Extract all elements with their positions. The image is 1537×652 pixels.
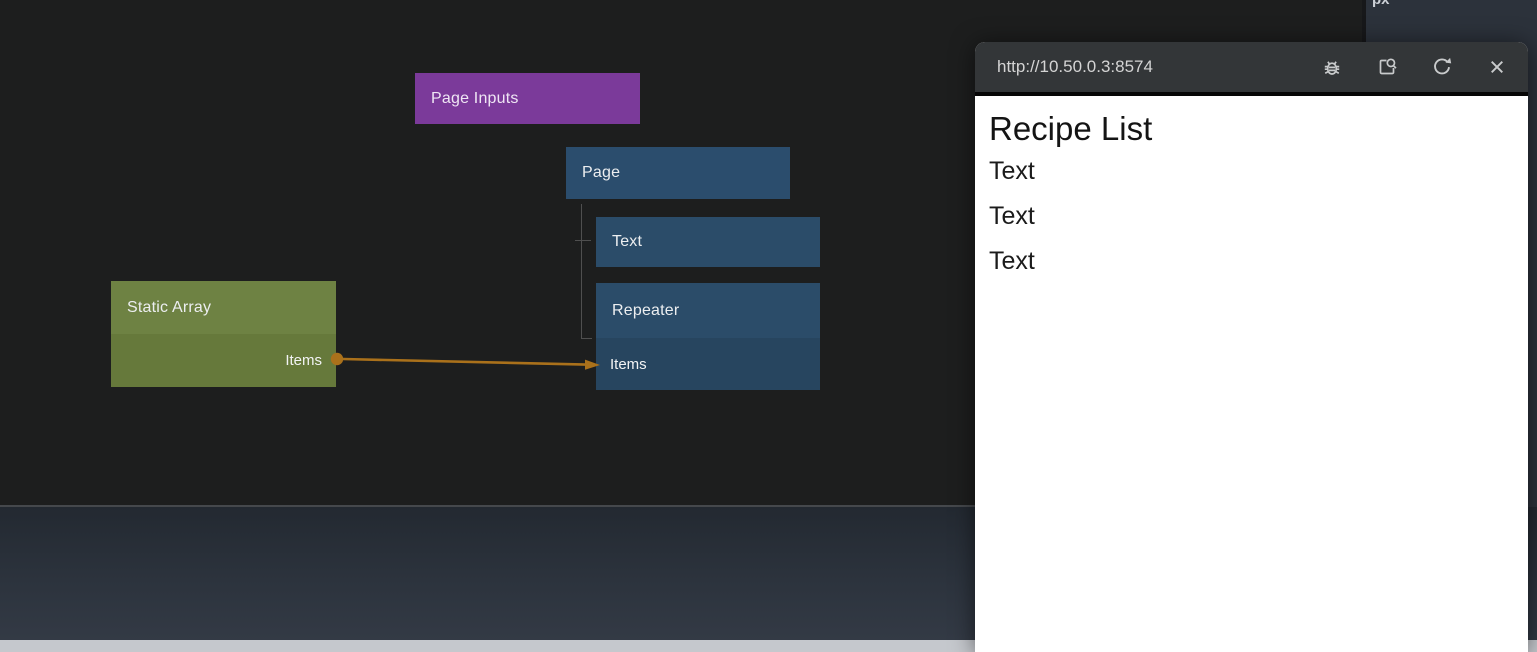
- node-label: Static Array: [111, 281, 336, 334]
- node-text[interactable]: Text: [596, 217, 820, 267]
- connection-line: [342, 357, 587, 366]
- preview-titlebar[interactable]: http://10.50.0.3:8574: [975, 42, 1528, 92]
- preview-viewport: Recipe List Text Text Text: [975, 96, 1528, 284]
- port-items-input[interactable]: Items: [596, 338, 820, 390]
- node-label: Page: [582, 164, 621, 181]
- list-item: Text: [989, 202, 1035, 230]
- close-icon[interactable]: [1484, 54, 1510, 80]
- connection-items-wire[interactable]: [330, 352, 600, 370]
- node-label: Page Inputs: [431, 89, 519, 107]
- node-label: Repeater: [596, 283, 820, 338]
- node-repeater[interactable]: Repeater Items: [596, 283, 820, 390]
- port-label: Items: [610, 355, 647, 373]
- list-item: Text: [989, 247, 1035, 275]
- node-page[interactable]: Page: [566, 147, 790, 199]
- list-item: Text: [989, 157, 1035, 185]
- node-label: Text: [612, 233, 643, 250]
- node-static-array[interactable]: Static Array Items: [111, 281, 336, 387]
- port-label: Items: [285, 352, 322, 369]
- panel-divider: [0, 505, 1537, 507]
- open-preview-icon[interactable]: [1374, 54, 1400, 80]
- node-page-inputs[interactable]: Page Inputs: [415, 73, 640, 124]
- page-title: Recipe List: [989, 110, 1153, 147]
- preview-separator: [975, 92, 1528, 96]
- tree-connector-repeater-stub: [581, 338, 592, 339]
- debug-icon[interactable]: [1319, 54, 1345, 80]
- port-items-output[interactable]: Items: [111, 334, 336, 387]
- tree-connector-vertical: [581, 204, 582, 339]
- preview-url: http://10.50.0.3:8574: [997, 57, 1153, 76]
- preview-toolbar: [1319, 54, 1510, 80]
- refresh-icon[interactable]: [1429, 54, 1455, 80]
- unit-label: px: [1372, 0, 1390, 8]
- preview-window: http://10.50.0.3:8574: [975, 42, 1528, 652]
- tree-connector-text-stub: [575, 240, 591, 241]
